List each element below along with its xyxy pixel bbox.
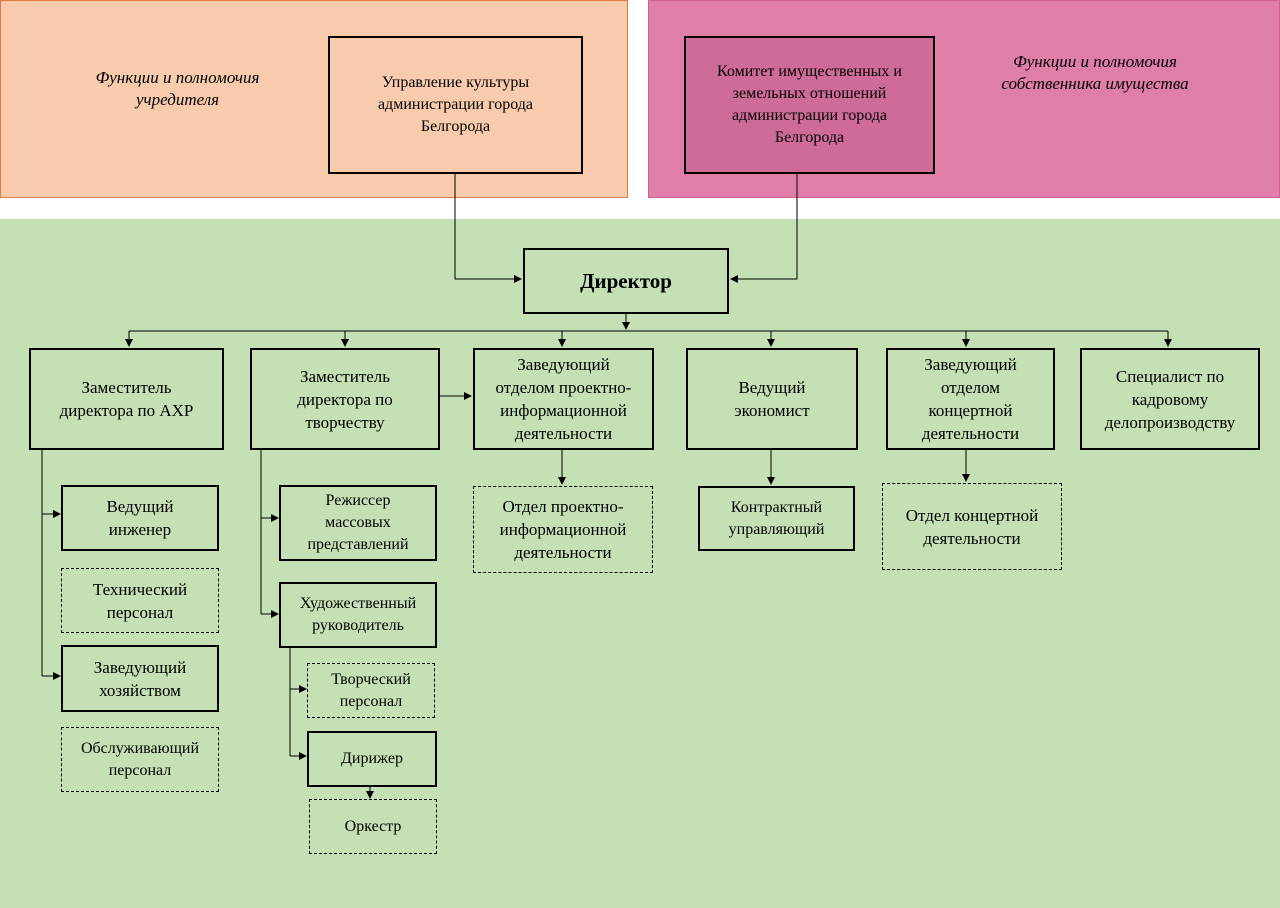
contract-manager-box: Контрактный управляющий xyxy=(698,486,855,551)
art-director-box: Художественный руководитель xyxy=(279,582,437,648)
deputy-ahr-box: Заместитель директора по АХР xyxy=(29,348,224,450)
mass-events-director-box: Режиссер массовых представлений xyxy=(279,485,437,561)
institution-region xyxy=(0,219,1280,908)
service-staff-box: Обслуживающий персонал xyxy=(61,727,219,792)
hr-specialist-box: Специалист по кадровому делопроизводству xyxy=(1080,348,1260,450)
technical-staff-box: Технический персонал xyxy=(61,568,219,633)
lead-economist-box: Ведущий экономист xyxy=(686,348,858,450)
lead-engineer-box: Ведущий инженер xyxy=(61,485,219,551)
household-head-box: Заведующий хозяйством xyxy=(61,645,219,712)
conductor-box: Дирижер xyxy=(307,731,437,787)
concert-dept-box: Отдел концертной деятельности xyxy=(882,483,1062,570)
creative-staff-box: Творческий персонал xyxy=(307,663,435,718)
director-box: Директор xyxy=(523,248,729,314)
deputy-creative-box: Заместитель директора по творчеству xyxy=(250,348,440,450)
property-committee-box: Комитет имущественных и земельных отноше… xyxy=(684,36,935,174)
head-project-dept-box: Заведующий отделом проектно- информацион… xyxy=(473,348,654,450)
orchestra-box: Оркестр xyxy=(309,799,437,854)
head-concert-dept-box: Заведующий отделом концертной деятельнос… xyxy=(886,348,1055,450)
culture-department-box: Управление культуры администрации города… xyxy=(328,36,583,174)
owner-caption: Функции и полномочия собственника имущес… xyxy=(1001,52,1189,93)
founder-caption: Функции и полномочия учредителя xyxy=(95,68,260,109)
project-dept-box: Отдел проектно- информационной деятельно… xyxy=(473,486,653,573)
